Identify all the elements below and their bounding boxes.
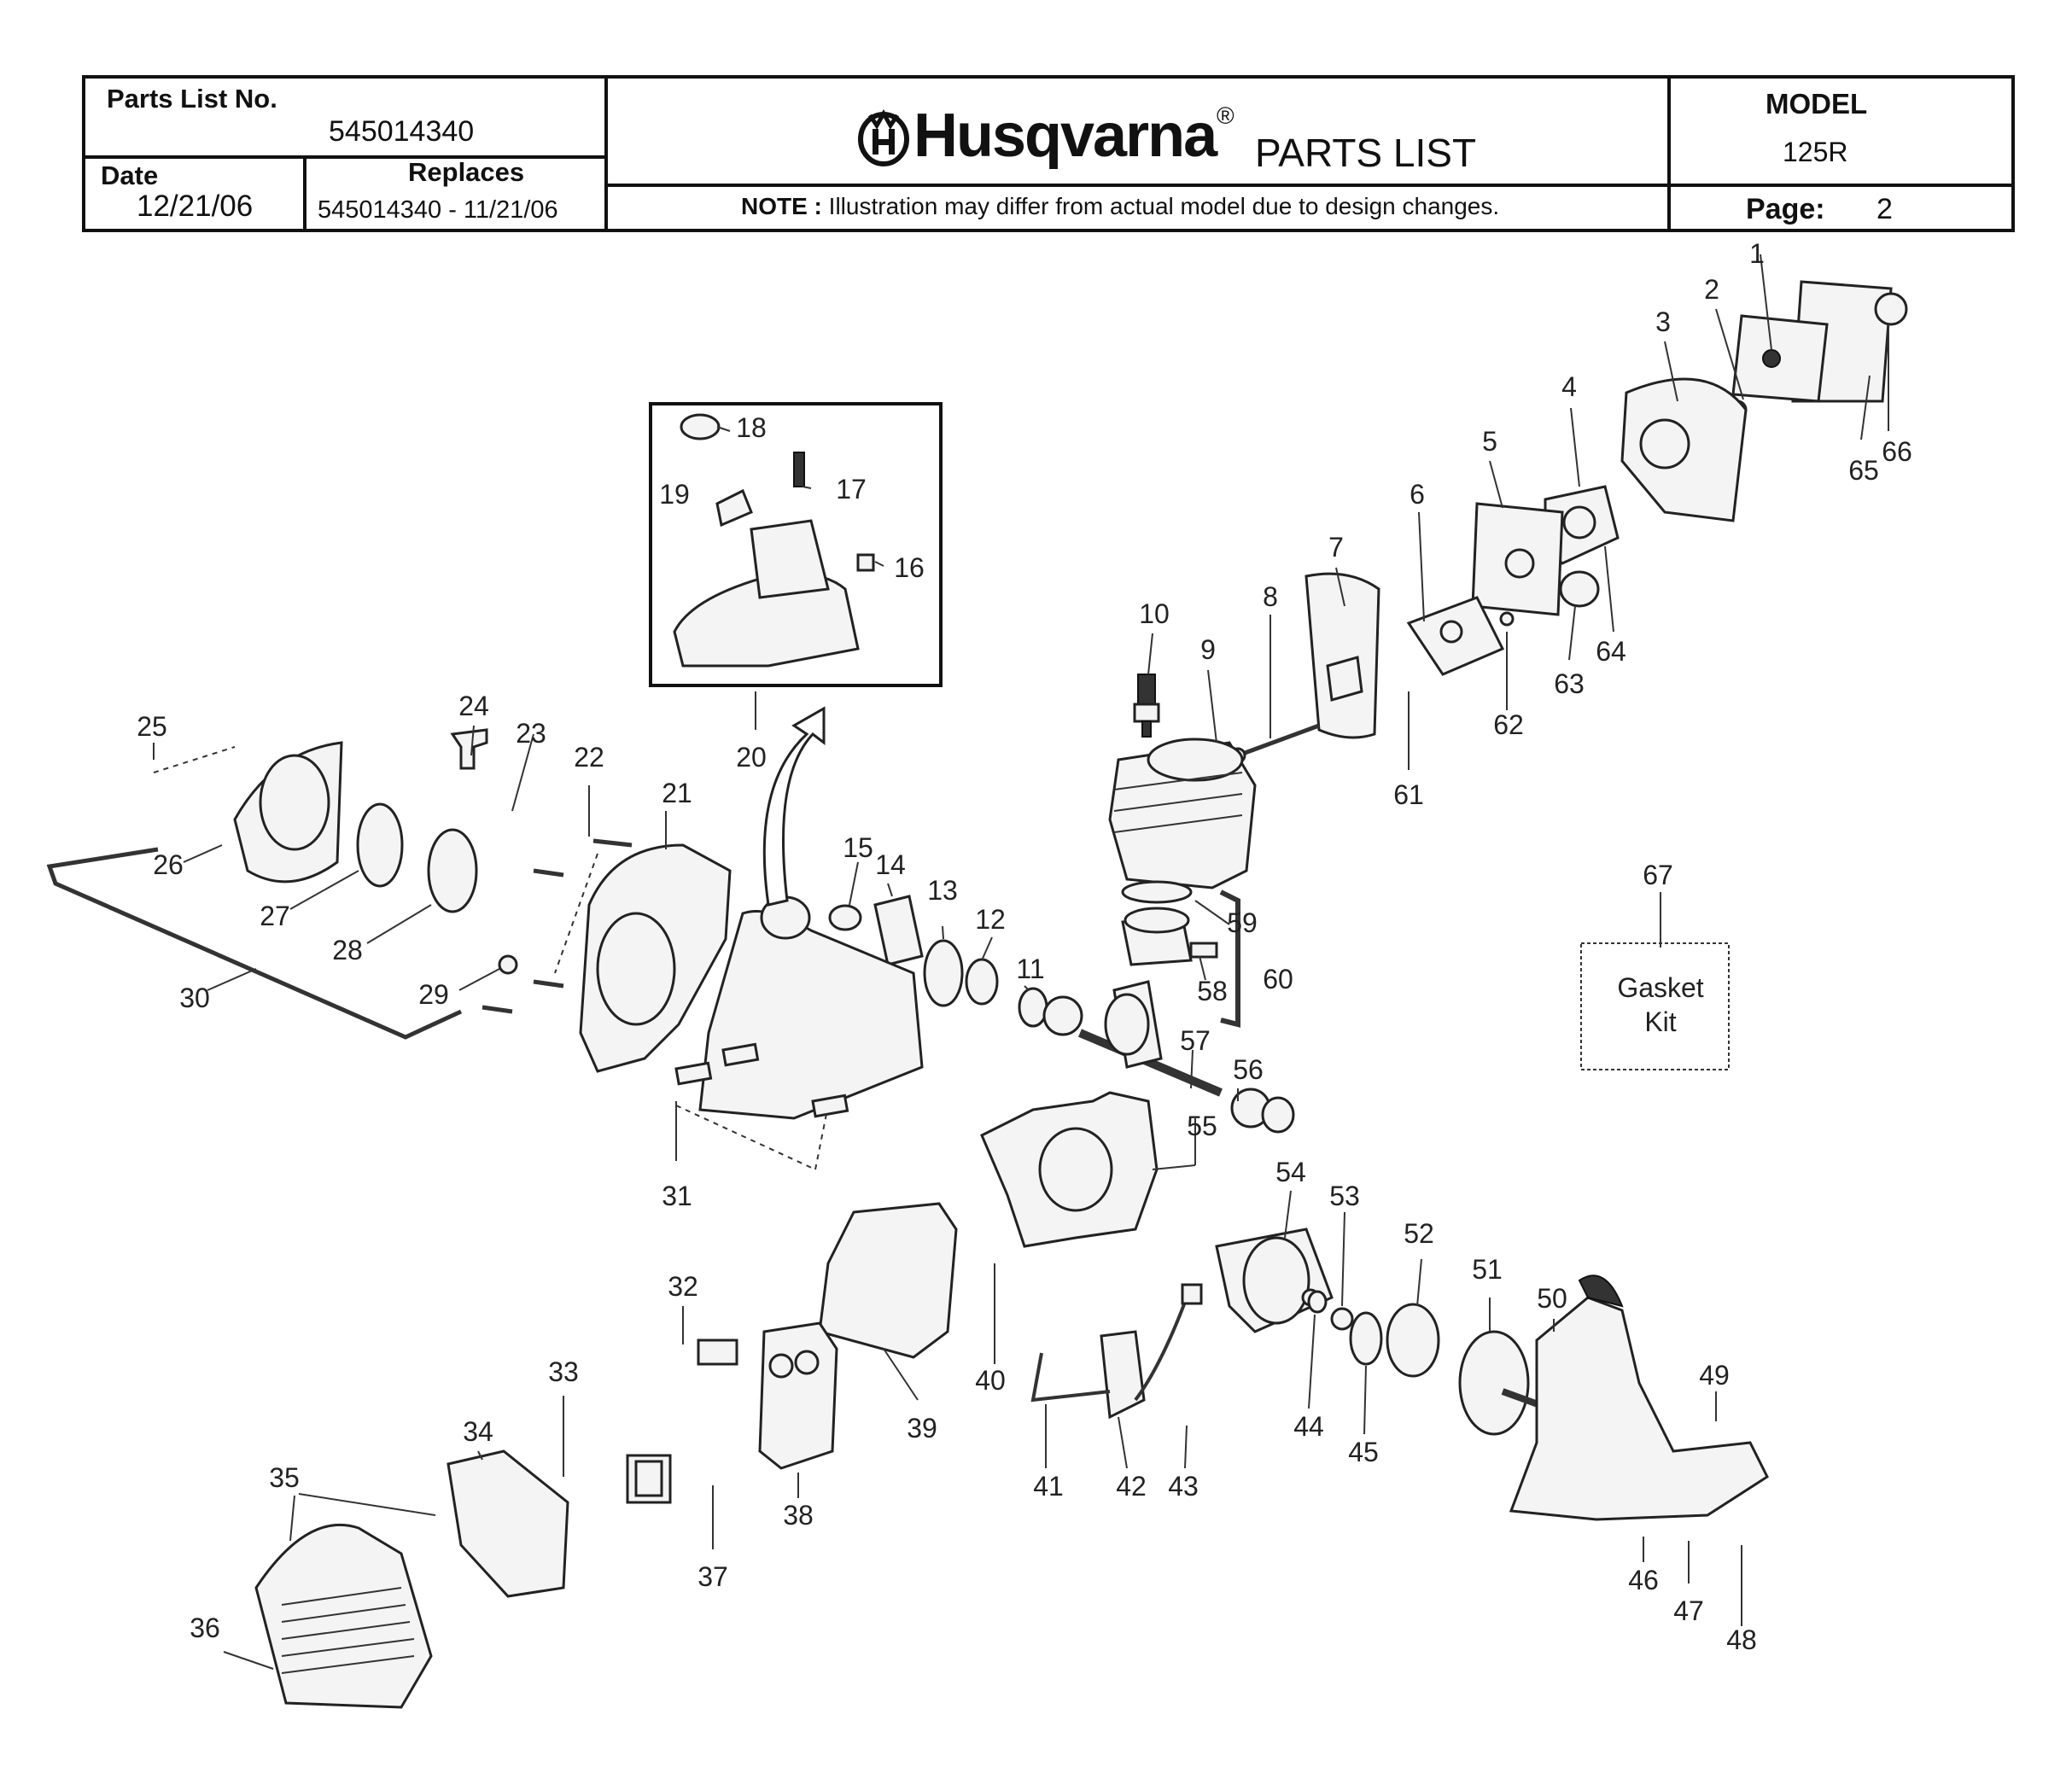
registered-mark: ® <box>1217 102 1234 129</box>
callout-25: 25 <box>137 711 167 742</box>
callout-16: 16 <box>894 552 925 583</box>
callout-39: 39 <box>907 1413 937 1443</box>
callout-41: 41 <box>1033 1471 1064 1502</box>
brand-name: Husqvarna <box>913 102 1217 170</box>
page-value: 2 <box>1876 193 1893 225</box>
date-value: 12/21/06 <box>137 190 254 223</box>
callout-labels: 1 2 3 4 5 6 7 8 9 10 11 12 13 14 15 16 1… <box>137 238 1912 1655</box>
callout-22: 22 <box>574 742 604 773</box>
callout-61: 61 <box>1393 779 1424 810</box>
note: NOTE : Illustration may differ from actu… <box>741 193 1499 220</box>
callout-34: 34 <box>463 1416 493 1447</box>
callout-64: 64 <box>1596 636 1626 667</box>
callout-4: 4 <box>1561 371 1577 402</box>
callout-60: 60 <box>1263 964 1293 994</box>
leader-lines <box>153 254 1889 1670</box>
callout-10: 10 <box>1139 598 1170 629</box>
note-text: Illustration may differ from actual mode… <box>821 193 1500 219</box>
callout-47: 47 <box>1673 1595 1704 1626</box>
header-divider <box>1667 75 1671 232</box>
callout-19: 19 <box>659 479 690 510</box>
parts-drawing <box>46 280 1908 1709</box>
gasket-kit-label: Gasket <box>1617 972 1703 1003</box>
callout-1: 1 <box>1749 238 1765 269</box>
model-label: MODEL <box>1766 88 1868 120</box>
header-divider <box>604 184 2013 187</box>
note-label: NOTE : <box>741 193 822 219</box>
header-table <box>82 75 2015 232</box>
callout-9: 9 <box>1200 634 1216 665</box>
brand-logo <box>858 107 909 166</box>
callout-6: 6 <box>1410 479 1425 510</box>
header-divider <box>82 155 606 159</box>
callout-33: 33 <box>548 1356 579 1387</box>
callout-38: 38 <box>783 1500 814 1531</box>
callout-20: 20 <box>736 742 767 773</box>
callout-44: 44 <box>1293 1411 1324 1442</box>
callout-30: 30 <box>179 983 210 1013</box>
callout-29: 29 <box>418 979 449 1010</box>
callout-12: 12 <box>975 904 1006 935</box>
callout-40: 40 <box>975 1365 1006 1396</box>
callout-18: 18 <box>736 412 767 443</box>
callout-3: 3 <box>1655 306 1671 337</box>
callout-23: 23 <box>516 718 546 749</box>
callout-24: 24 <box>458 691 489 721</box>
header-divider <box>303 155 306 232</box>
callout-45: 45 <box>1348 1437 1379 1467</box>
callout-28: 28 <box>332 935 363 965</box>
callout-11: 11 <box>1016 954 1044 984</box>
callout-59: 59 <box>1227 907 1258 938</box>
callout-54: 54 <box>1275 1157 1306 1187</box>
callout-46: 46 <box>1628 1565 1659 1595</box>
callout-63: 63 <box>1554 668 1585 699</box>
parts-list-number: 545014340 <box>329 115 475 148</box>
callout-21: 21 <box>662 778 692 808</box>
callout-43: 43 <box>1168 1471 1199 1502</box>
model-value: 125R <box>1783 137 1848 167</box>
date-label: Date <box>101 160 159 190</box>
callout-42: 42 <box>1116 1471 1147 1502</box>
callout-2: 2 <box>1704 274 1719 305</box>
callout-56: 56 <box>1233 1054 1264 1085</box>
callout-58: 58 <box>1197 976 1228 1006</box>
callout-57: 57 <box>1180 1025 1211 1056</box>
callout-55: 55 <box>1187 1111 1217 1141</box>
replaces-label: Replaces <box>408 157 525 187</box>
callout-17: 17 <box>836 474 867 504</box>
husqvarna-crown-icon <box>858 108 909 166</box>
doc-title: PARTS LIST <box>1255 131 1477 175</box>
gasket-kit-label: Kit <box>1644 1006 1676 1037</box>
callout-36: 36 <box>190 1613 220 1643</box>
replaces-value: 545014340 - 11/21/06 <box>318 196 558 224</box>
callout-27: 27 <box>260 901 290 931</box>
callout-13: 13 <box>927 875 958 906</box>
parts-list-label: Parts List No. <box>107 84 277 114</box>
callout-50: 50 <box>1537 1283 1567 1314</box>
callout-53: 53 <box>1329 1181 1360 1211</box>
callout-37: 37 <box>697 1561 728 1592</box>
callout-8: 8 <box>1263 581 1278 612</box>
callout-52: 52 <box>1404 1218 1434 1249</box>
callout-51: 51 <box>1472 1254 1503 1285</box>
callout-35: 35 <box>269 1462 300 1493</box>
callout-49: 49 <box>1699 1360 1730 1391</box>
page-label: Page: <box>1746 193 1825 225</box>
callout-32: 32 <box>668 1271 698 1302</box>
callout-5: 5 <box>1482 426 1497 457</box>
callout-65: 65 <box>1848 455 1879 486</box>
callout-7: 7 <box>1328 532 1344 563</box>
callout-14: 14 <box>875 849 906 880</box>
callout-48: 48 <box>1726 1624 1757 1655</box>
callout-31: 31 <box>662 1181 692 1211</box>
callout-66: 66 <box>1882 436 1912 467</box>
callout-67: 67 <box>1643 860 1673 890</box>
callout-15: 15 <box>843 832 873 863</box>
callout-26: 26 <box>153 849 184 880</box>
callout-62: 62 <box>1493 709 1524 740</box>
header-divider <box>604 75 608 232</box>
gasket-kit-box <box>1580 942 1730 1070</box>
